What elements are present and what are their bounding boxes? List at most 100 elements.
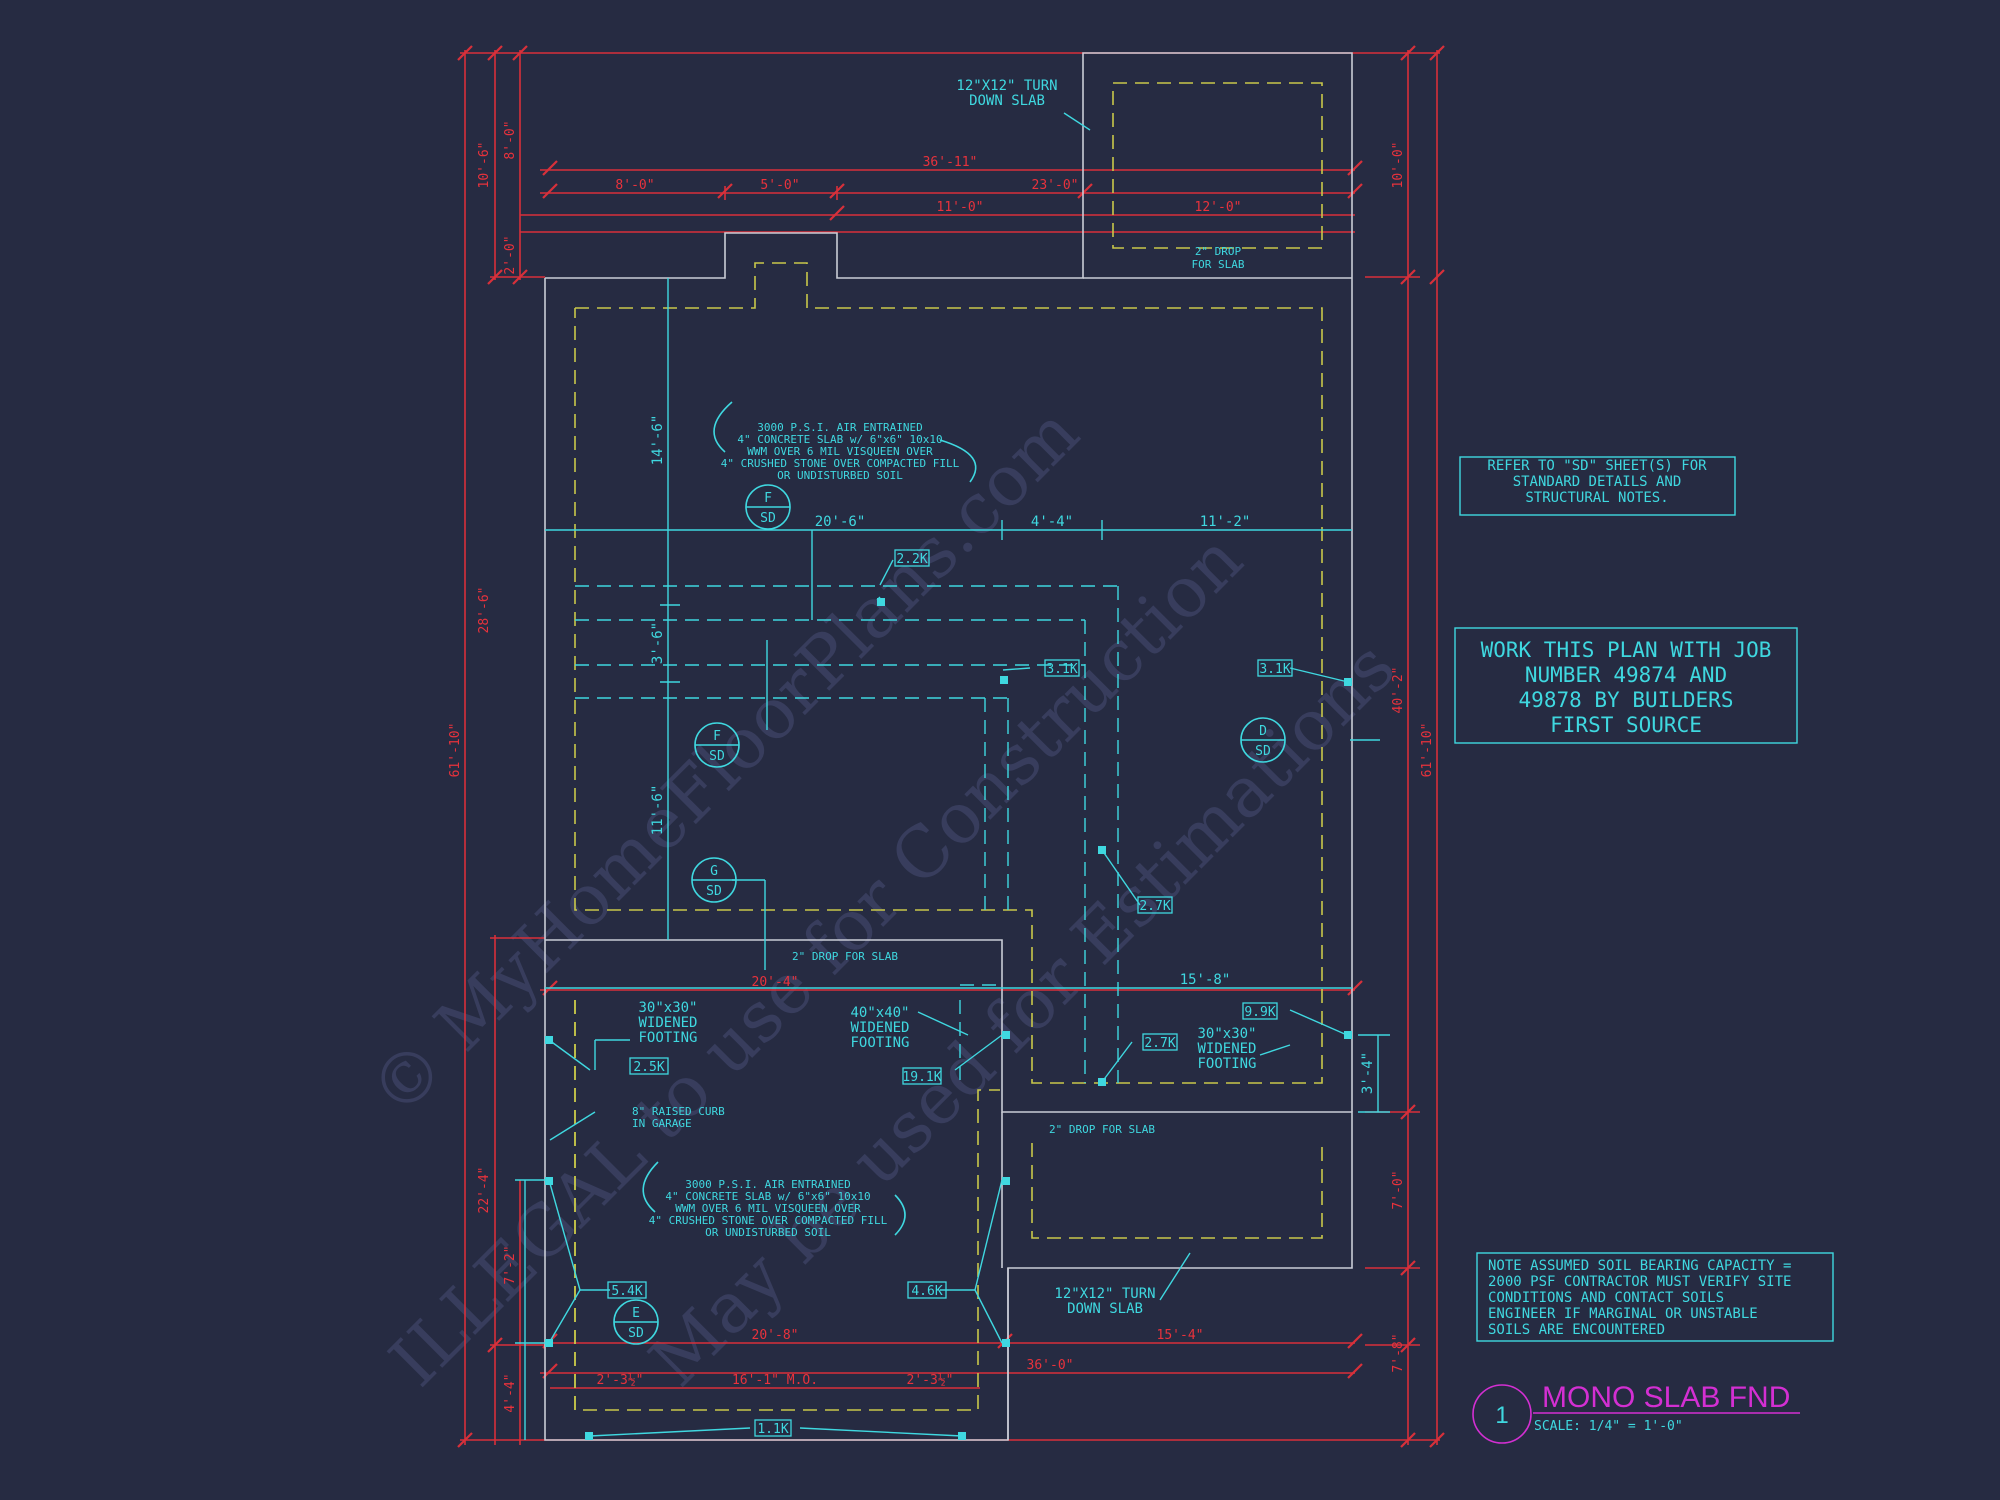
slab-arc-arrows — [642, 401, 977, 1236]
slab-house-line-4: 4" CRUSHED STONE OVER COMPACTED FILL — [721, 457, 960, 470]
slab-garage-note: 3000 P.S.I. AIR ENTRAINED 4" CONCRETE SL… — [649, 1178, 888, 1239]
section-f2-letter: F — [713, 729, 721, 744]
refer-sd-box — [1459, 456, 1736, 516]
drop-mid-note: 2" DROP FOR SLAB — [792, 950, 898, 963]
soil-note-box — [1476, 1252, 1834, 1342]
refer-sd-note: REFER TO "SD" SHEET(S) FOR STANDARD DETA… — [1487, 458, 1707, 506]
section-d-letter: D — [1259, 724, 1267, 739]
load-2-2k: 2.2K — [896, 552, 927, 567]
load-values: 2.2K 3.1K 3.1K 2.7K 2.5K 19.1K 2.7K 9.9K… — [611, 552, 1290, 1437]
soil-line-2: 2000 PSF CONTRACTOR MUST VERIFY SITE — [1488, 1274, 1791, 1290]
section-f1-letter: F — [764, 491, 772, 506]
drop-top-line-1: 2" DROP — [1195, 245, 1242, 258]
refer-sd-line-3: STRUCTURAL NOTES. — [1525, 490, 1668, 506]
footing-30-left-line-3: FOOTING — [638, 1030, 697, 1046]
section-f1-sheet: SD — [760, 511, 776, 526]
building-outline — [544, 52, 1353, 1441]
slab-house-note: 3000 P.S.I. AIR ENTRAINED 4" CONCRETE SL… — [721, 421, 960, 482]
work-plan-line-3: 49878 BY BUILDERS — [1519, 688, 1734, 712]
interior-footings — [575, 585, 1119, 1083]
soil-note: NOTE ASSUMED SOIL BEARING CAPACITY = 200… — [1488, 1258, 1791, 1338]
dim-v-11-6: 11'-6" — [650, 785, 666, 836]
dim-overall-top: 36'-11" — [923, 155, 978, 170]
dim-bottom-36-0: 36'-0" — [1027, 1358, 1074, 1373]
turn-down-top-note: 12"X12" TURN DOWN SLAB — [956, 78, 1057, 109]
load-2-7k-a: 2.7K — [1139, 899, 1170, 914]
drawing-title: 1 MONO SLAB FND SCALE: 1/4" = 1'-0" — [1472, 1381, 1800, 1444]
load-4-6k: 4.6K — [911, 1284, 942, 1299]
work-plan-line-2: NUMBER 49874 AND — [1525, 663, 1727, 687]
dim-left-7-2: 7'-2" — [503, 1245, 518, 1284]
dim-left-22-4: 22'-4" — [477, 1167, 492, 1214]
dimension-labels: 36'-11" 8'-0" 5'-0" 23'-0" 11'-0" 12'-0"… — [448, 120, 1435, 1412]
dim-door-2-3a: 2'-3½" — [597, 1373, 644, 1388]
cyan-dimension-labels: 20'-6" 4'-4" 11'-2" 15'-8" 14'-6" 3'-6" … — [650, 415, 1376, 1094]
turn-down-top-line-2: DOWN SLAB — [969, 93, 1045, 109]
title-name: MONO SLAB FND — [1542, 1381, 1790, 1414]
dim-garage-20-4: 20'-4" — [752, 975, 799, 990]
load-9-9k: 9.9K — [1244, 1005, 1275, 1020]
section-e-sheet: SD — [628, 1326, 644, 1341]
turn-down-bottom-note: 12"X12" TURN DOWN SLAB — [1054, 1286, 1155, 1317]
dim-left-10-6: 10'-6" — [477, 142, 492, 189]
dim-left-4-4: 4'-4" — [503, 1373, 518, 1412]
section-e-letter: E — [632, 1306, 640, 1321]
footing-40-note: 40"x40" WIDENED FOOTING — [850, 1005, 909, 1051]
dim-right-15-8: 15'-8" — [1180, 972, 1231, 988]
slab-garage-line-1: 3000 P.S.I. AIR ENTRAINED — [685, 1178, 851, 1191]
dim-right-3-4: 3'-4" — [1360, 1052, 1376, 1094]
footing-30-left-line-2: WIDENED — [638, 1015, 697, 1031]
title-number: 1 — [1495, 1402, 1508, 1429]
footing-30-right-line-1: 30"x30" — [1197, 1026, 1256, 1042]
dim-door-16-1: 16'-1" M.O. — [732, 1373, 818, 1388]
dim-v-3-6: 3'-6" — [650, 622, 666, 664]
dim-right-40-2: 40'-2" — [1391, 667, 1406, 714]
slab-house-line-3: WWM OVER 6 MIL VISQUEEN OVER — [747, 445, 933, 458]
section-labels: F SD F SD G SD D SD E SD — [628, 491, 1271, 1341]
slab-house-line-5: OR UNDISTURBED SOIL — [777, 469, 903, 482]
raised-curb-line-2: IN GARAGE — [632, 1117, 692, 1130]
refer-sd-line-1: REFER TO "SD" SHEET(S) FOR — [1487, 458, 1707, 474]
dim-top-8: 8'-0" — [615, 178, 654, 193]
dim-left-28-6: 28'-6" — [477, 587, 492, 634]
slab-garage-line-5: OR UNDISTURBED SOIL — [705, 1226, 831, 1239]
drop-low-note: 2" DROP FOR SLAB — [1049, 1123, 1155, 1136]
work-plan-note: WORK THIS PLAN WITH JOB NUMBER 49874 AND… — [1481, 638, 1772, 737]
footing-40-line-2: WIDENED — [850, 1020, 909, 1036]
footing-30-left-note: 30"x30" WIDENED FOOTING — [638, 1000, 697, 1046]
dim-bottom-20-8: 20'-8" — [752, 1328, 799, 1343]
dim-house-4-4: 4'-4" — [1031, 514, 1073, 530]
slab-garage-line-3: WWM OVER 6 MIL VISQUEEN OVER — [675, 1202, 861, 1215]
turn-down-bottom-line-2: DOWN SLAB — [1067, 1301, 1143, 1317]
drop-top-note: 2" DROP FOR SLAB — [1192, 245, 1245, 271]
raised-curb-note: 8" RAISED CURB IN GARAGE — [632, 1105, 725, 1130]
soil-line-1: NOTE ASSUMED SOIL BEARING CAPACITY = — [1488, 1258, 1791, 1274]
footing-markers — [545, 598, 1352, 1440]
dim-top-5: 5'-0" — [760, 178, 799, 193]
load-boxes — [607, 549, 1293, 1437]
title-bubble — [1472, 1384, 1532, 1444]
dim-house-11-2: 11'-2" — [1200, 514, 1251, 530]
turn-down-top-line-1: 12"X12" TURN — [956, 78, 1057, 94]
footing-30-right-line-2: WIDENED — [1197, 1041, 1256, 1057]
load-2-7k-b: 2.7K — [1144, 1036, 1175, 1051]
load-19-1k: 19.1K — [902, 1070, 941, 1085]
refer-sd-line-2: STANDARD DETAILS AND — [1513, 474, 1682, 490]
raised-curb-line-1: 8" RAISED CURB — [632, 1105, 725, 1118]
dim-left-2-0: 2'-0" — [503, 235, 518, 274]
title-scale: SCALE: 1/4" = 1'-0" — [1534, 1419, 1683, 1434]
footing-40-line-3: FOOTING — [850, 1035, 909, 1051]
section-d-sheet: SD — [1255, 744, 1271, 759]
work-plan-line-4: FIRST SOURCE — [1550, 713, 1702, 737]
footing-30-right-line-3: FOOTING — [1197, 1056, 1256, 1072]
soil-line-5: SOILS ARE ENCOUNTERED — [1488, 1322, 1665, 1338]
dim-top-11: 11'-0" — [937, 200, 984, 215]
load-2-5k: 2.5K — [633, 1060, 664, 1075]
dim-top-12: 12'-0" — [1195, 200, 1242, 215]
dim-bottom-15-4: 15'-4" — [1157, 1328, 1204, 1343]
turn-down-bottom-line-1: 12"X12" TURN — [1054, 1286, 1155, 1302]
dim-left-61-10: 61'-10" — [448, 723, 463, 778]
slab-garage-line-2: 4" CONCRETE SLAB w/ 6"x6" 10x10 — [665, 1190, 870, 1203]
